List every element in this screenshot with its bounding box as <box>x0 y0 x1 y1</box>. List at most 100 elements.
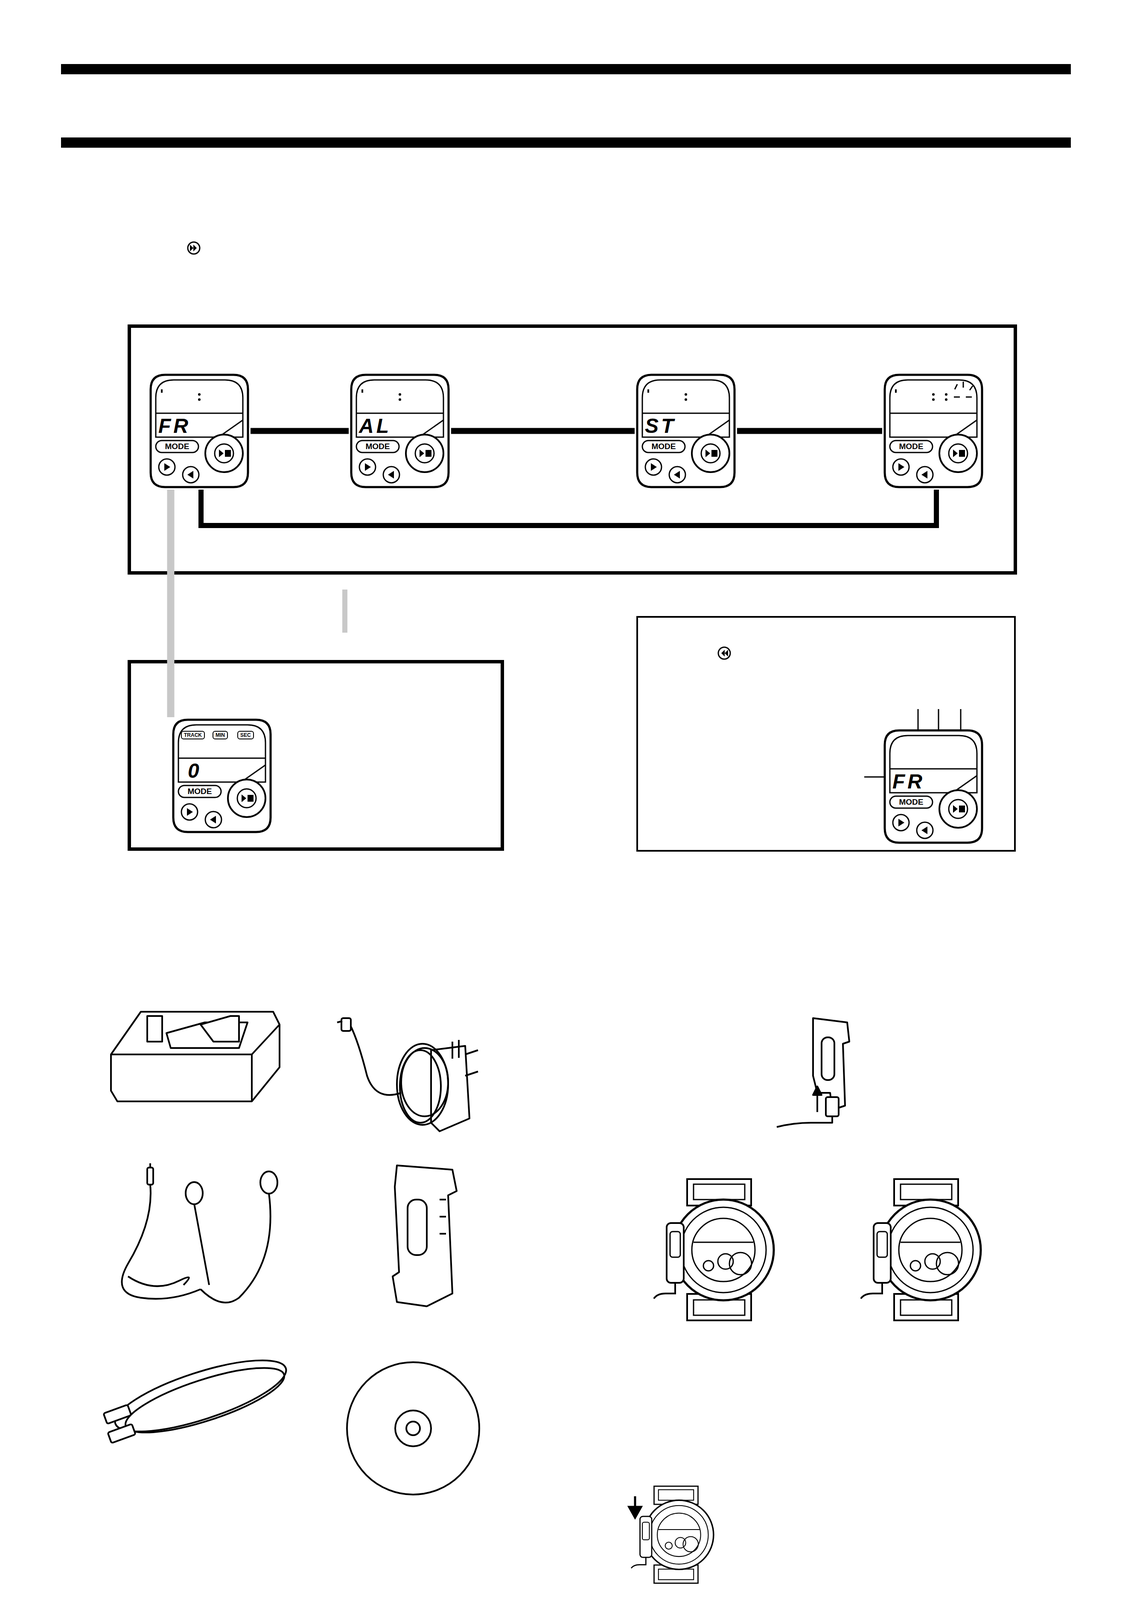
display-text: 0 <box>187 760 202 782</box>
player-body-part <box>398 393 402 396</box>
player-body-part <box>178 785 222 798</box>
earphones-part <box>194 1203 210 1285</box>
player-body-part <box>351 374 449 487</box>
clip-holder-part <box>439 1199 446 1234</box>
display-indicator: SEC <box>237 730 254 740</box>
player-body-part <box>932 393 935 396</box>
ac-adapter-part <box>337 1020 343 1023</box>
holder-with-cable-part <box>813 1086 822 1095</box>
player-body-part <box>647 389 650 393</box>
mode-button-label: MODE <box>643 441 685 452</box>
player-body-part <box>684 393 688 396</box>
player-body-part <box>359 458 376 476</box>
track-panel <box>129 661 503 849</box>
ac-adapter-part <box>401 1047 449 1117</box>
player-body-part <box>892 458 910 476</box>
wrist-watch-part <box>860 1178 981 1321</box>
connector-line <box>250 428 349 435</box>
player-body-part <box>669 466 686 483</box>
cd-rom-part <box>346 1361 480 1495</box>
player-body-part <box>205 811 222 828</box>
display-text: ST <box>644 415 677 437</box>
earphones-part <box>185 1181 203 1204</box>
player-body-part <box>150 374 248 487</box>
earphones-part <box>128 1276 190 1286</box>
player-body-part <box>214 443 234 463</box>
player-body-part <box>158 458 175 476</box>
player-body-part <box>892 814 910 831</box>
player-display: MODE <box>882 372 985 490</box>
player-body-part <box>182 466 199 483</box>
rewind-icon-part <box>718 647 731 659</box>
holder-with-cable-part <box>776 1116 833 1127</box>
usb-cable-part <box>107 1423 136 1443</box>
rule-bar-part <box>61 64 1071 75</box>
wrist-watch <box>631 1178 981 1583</box>
player-body-part <box>356 379 444 438</box>
holder-with-cable-part <box>821 1037 835 1080</box>
player-body-part <box>155 412 243 414</box>
ac-adapter-part <box>396 1043 449 1125</box>
player-body-part <box>711 449 718 457</box>
ac-adapter-part <box>341 1017 351 1031</box>
holder-with-cable <box>776 1017 850 1127</box>
player-body-part <box>932 398 935 401</box>
player-body-part <box>178 757 266 759</box>
connector-line <box>737 428 883 435</box>
player-body-part <box>884 730 983 843</box>
player-body-part <box>205 434 243 473</box>
player-body-part <box>637 374 735 487</box>
player-body-part <box>701 443 720 463</box>
player-body-part <box>898 818 905 827</box>
rewind-icon <box>718 647 731 659</box>
player-body-part <box>894 389 897 393</box>
player-body-part <box>889 768 977 770</box>
rewind-icon-part <box>721 649 729 657</box>
display-text: FR <box>158 415 191 437</box>
ac-adapter-part <box>349 1024 402 1095</box>
clip-holder <box>392 1165 457 1306</box>
player-body-part <box>187 470 194 479</box>
player-body-part <box>645 458 662 476</box>
player-body-part <box>241 794 247 802</box>
player-body-part <box>383 466 400 483</box>
player-body-part <box>415 443 435 463</box>
push-arrow <box>629 1495 642 1518</box>
player-body-part <box>953 449 958 458</box>
charger-dock-part <box>147 1015 163 1042</box>
clip-holder-part <box>407 1199 427 1255</box>
charger-dock-part <box>250 1054 253 1102</box>
player-body-part <box>944 393 948 396</box>
usb-cable-part <box>119 1354 291 1446</box>
player-body-part <box>948 799 968 819</box>
usb-cable-part <box>103 1404 132 1424</box>
cd-rom-part <box>395 1410 432 1446</box>
charger-dock <box>110 1011 280 1102</box>
player-body-part <box>939 434 977 473</box>
connector-line <box>167 489 175 718</box>
player-body-part <box>884 374 983 487</box>
display-text: FR <box>892 771 925 792</box>
holder-with-cable-part <box>825 1096 839 1117</box>
player-body-part <box>691 434 730 473</box>
player-body-part <box>921 826 928 834</box>
player-display: FR MODE <box>148 372 251 490</box>
player-body-part-part <box>969 385 973 391</box>
player-body-part <box>224 449 231 457</box>
player-body-part <box>356 440 400 453</box>
wrist-watch-part <box>653 1178 774 1321</box>
player-body-part <box>642 379 730 438</box>
player-body-part <box>705 449 711 458</box>
connector-line <box>201 489 937 526</box>
player-body-part <box>959 805 965 813</box>
player-body-part <box>364 463 371 471</box>
player-body-part <box>227 779 266 817</box>
player-body-part-part <box>954 384 958 390</box>
rule-bar-part <box>61 137 1071 148</box>
player-body-part <box>916 466 933 483</box>
mode-button-label: MODE <box>156 441 198 452</box>
player-body-part <box>209 815 216 824</box>
player-body-part <box>164 463 171 471</box>
display-indicator: TRACK <box>180 730 205 740</box>
player-body-part <box>155 379 243 438</box>
